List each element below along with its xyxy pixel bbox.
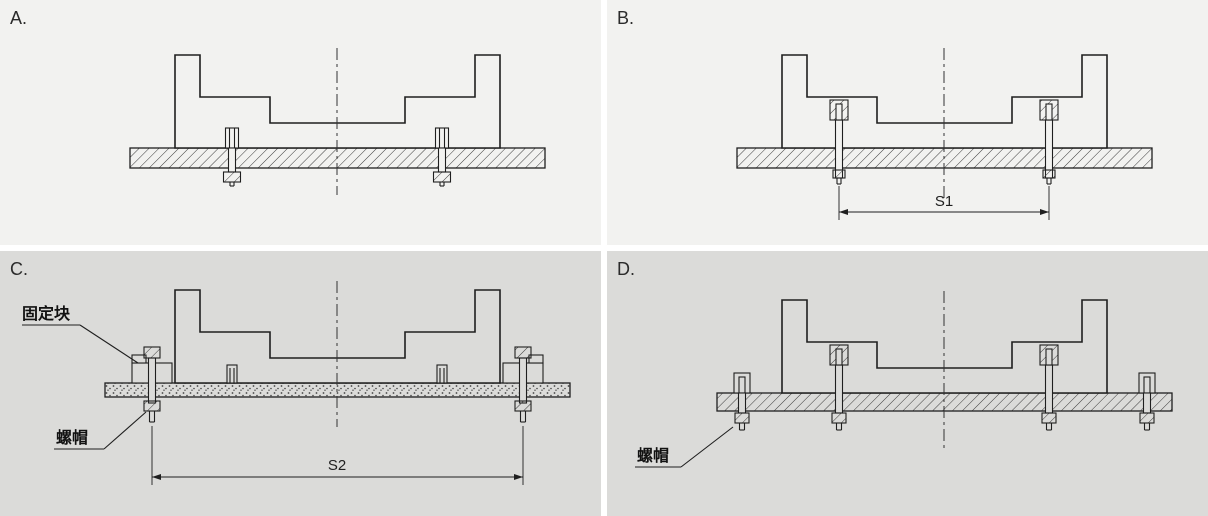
profile-outline [781,54,1108,149]
stud-right [436,364,448,384]
screw-inner-right [1039,344,1059,431]
screw-head [514,346,532,359]
nut [1042,169,1056,179]
annotation-fixing-block: 固定块 [22,304,71,323]
nut [143,400,161,412]
leader-nut [635,426,734,468]
annotation-nut: 螺帽 [56,428,88,447]
panel-label: A. [10,8,27,28]
dimension-label-s1: S1 [935,193,953,210]
panel-b-drawing: B. [617,8,1153,220]
profile-outline [781,299,1108,394]
screw-inner-left [829,344,849,431]
stud-left [226,364,238,384]
panel-a: A. [0,0,601,245]
screw-head [143,346,161,359]
panel-c: C. [0,251,601,516]
annotation-nut: 螺帽 [637,446,669,465]
panel-label: C. [10,259,28,279]
nut [832,169,846,179]
fixing-block-right [502,346,544,423]
profile-outline [174,289,501,384]
panel-d: D. [607,251,1208,516]
dimension-label-s2: S2 [328,457,346,474]
panel-b: B. [607,0,1208,245]
screw-right [1039,99,1059,185]
dimension-s2 [151,426,524,485]
nut [831,412,847,424]
panel-c-drawing: C. [10,259,571,485]
screw-outer-left [733,372,751,431]
screw-left [829,99,849,185]
nut [1139,412,1155,424]
profile-outline [174,54,501,149]
panel-label: D. [617,259,635,279]
leader-fixing-block [22,324,139,364]
screw-left [222,127,242,187]
dimension-s1 [838,186,1050,220]
nut [514,400,532,412]
panel-a-drawing: A. [10,8,546,195]
panel-label: B. [617,8,634,28]
screw-outer-right [1138,372,1156,431]
screw-head [432,171,452,183]
screw-head [222,171,242,183]
nut [1041,412,1057,424]
nut [734,412,750,424]
panel-d-drawing: D. [617,259,1173,468]
screw-right [432,127,452,187]
leader-nut [54,411,147,450]
fixing-block-left [131,346,173,423]
